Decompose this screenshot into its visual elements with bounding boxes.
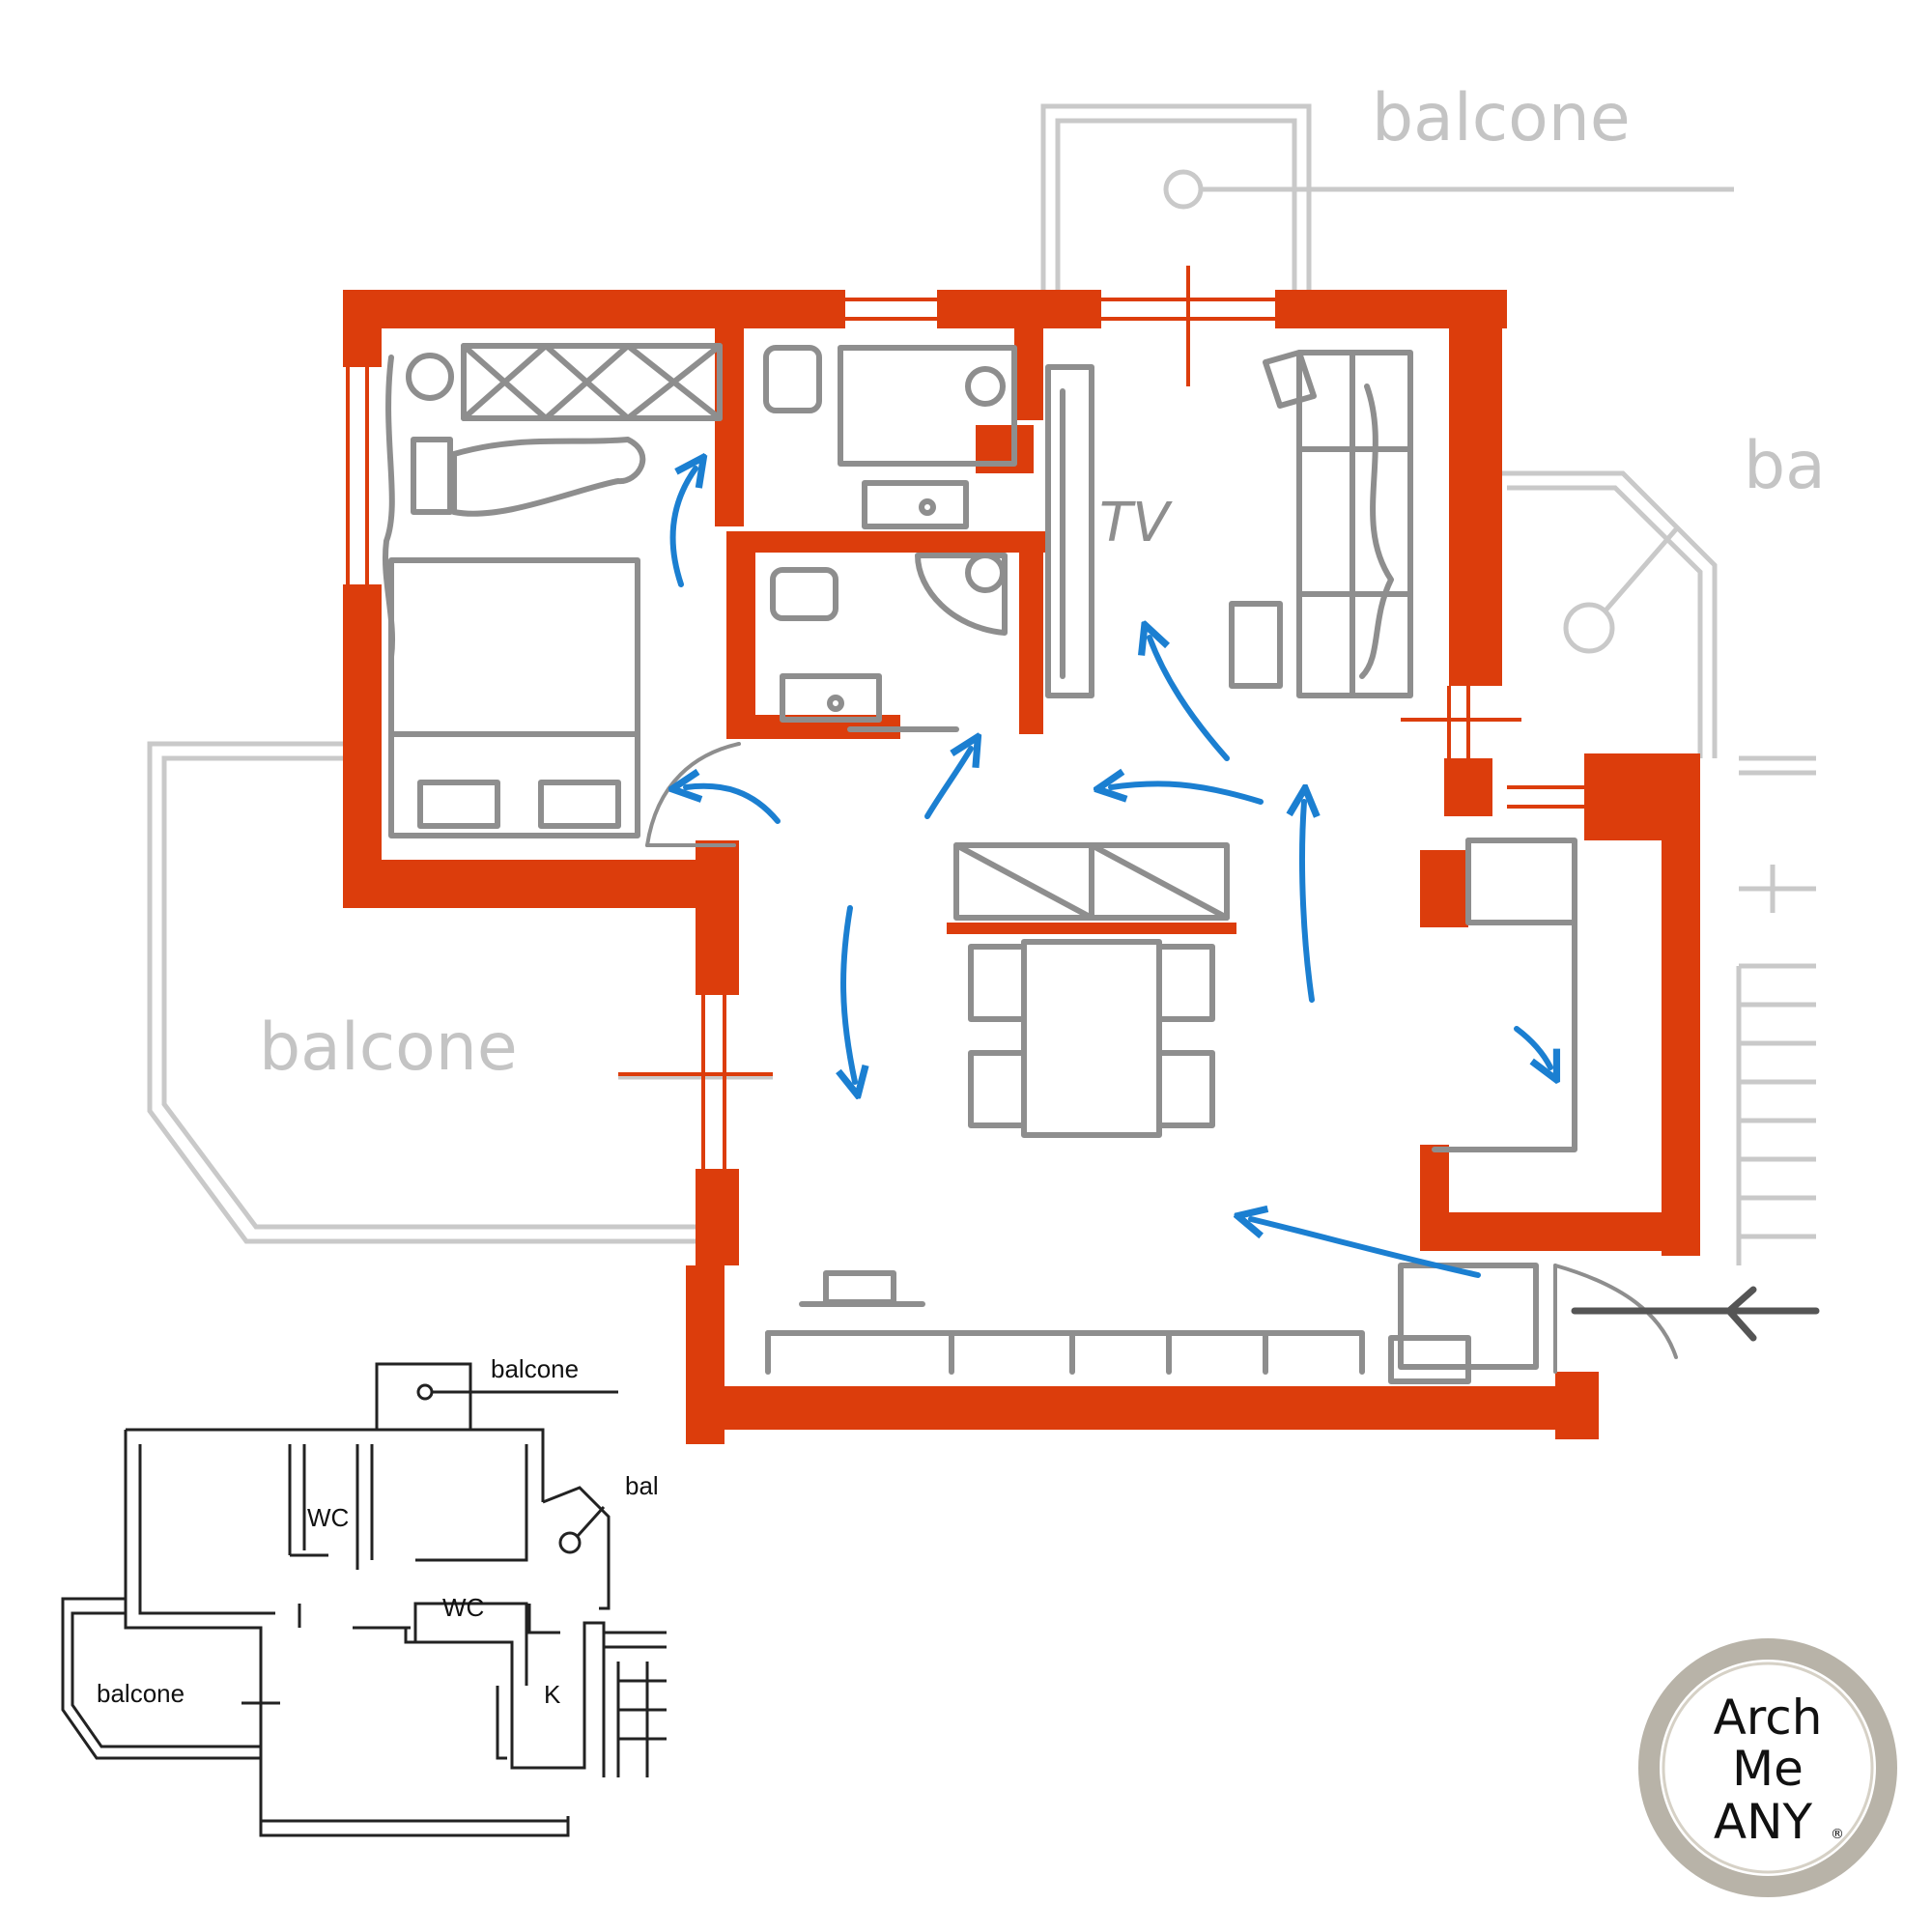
key-plan-kitchen: K — [544, 1680, 561, 1709]
entrance-arrow — [1571, 1286, 1820, 1342]
key-plan-wc-upper: WC — [307, 1503, 349, 1532]
wc-lower-toilet — [770, 567, 838, 621]
wc-upper-shower — [838, 345, 1017, 467]
key-plan-wc-lower: WC — [442, 1593, 484, 1622]
furniture — [382, 343, 1678, 1384]
key-plan — [61, 1362, 667, 1837]
wc-upper-toilet — [763, 345, 822, 413]
logo-line-2: Me — [1732, 1741, 1804, 1797]
wc-upper-sink — [862, 480, 969, 529]
new-walls — [343, 290, 1700, 1444]
label-balcone-left: balcone — [259, 1009, 518, 1086]
flow-arrow-living-left — [843, 905, 855, 1082]
logo-registered-mark: ® — [1831, 1827, 1844, 1842]
wardrobe — [461, 343, 723, 421]
tv-unit — [1045, 364, 1094, 698]
entrance-door — [1553, 1264, 1678, 1359]
flow-arrow-living-center — [1111, 783, 1264, 805]
key-plan-balcone-top: balcone — [491, 1354, 579, 1383]
flow-arrow-tv — [1150, 638, 1230, 761]
circulation-arrows — [669, 469, 1550, 1278]
desk-chair — [411, 437, 453, 515]
storage-wall — [765, 1330, 1365, 1375]
label-balcone-right: ba — [1744, 428, 1826, 504]
flow-arrow-entrance — [1251, 1219, 1481, 1278]
double-bed — [388, 557, 640, 838]
flow-arrow-sofa — [1302, 802, 1312, 1003]
flow-arrow-bedroom — [669, 469, 696, 587]
logo-line-1: Arch — [1714, 1690, 1823, 1746]
label-balcone-top: balcone — [1372, 80, 1631, 156]
kitchen-counter — [1432, 838, 1577, 1152]
flow-arrow-kitchen — [1514, 1026, 1550, 1067]
key-plan-balcone-left: balcone — [97, 1679, 185, 1708]
wc-lower-sink — [780, 673, 882, 723]
key-plan-balcone-right: bal — [625, 1471, 659, 1500]
label-tv: TV — [1099, 492, 1173, 554]
existing-plan-lines — [147, 103, 1816, 1265]
archmeany-logo: Arch Me ANY ® — [1638, 1638, 1897, 1897]
dining-table — [1021, 939, 1162, 1138]
flow-arrow-bath — [924, 749, 971, 819]
window-marks — [346, 266, 1584, 1352]
logo-line-3: ANY — [1714, 1794, 1813, 1850]
flow-arrow-bedroom-door — [686, 786, 781, 824]
